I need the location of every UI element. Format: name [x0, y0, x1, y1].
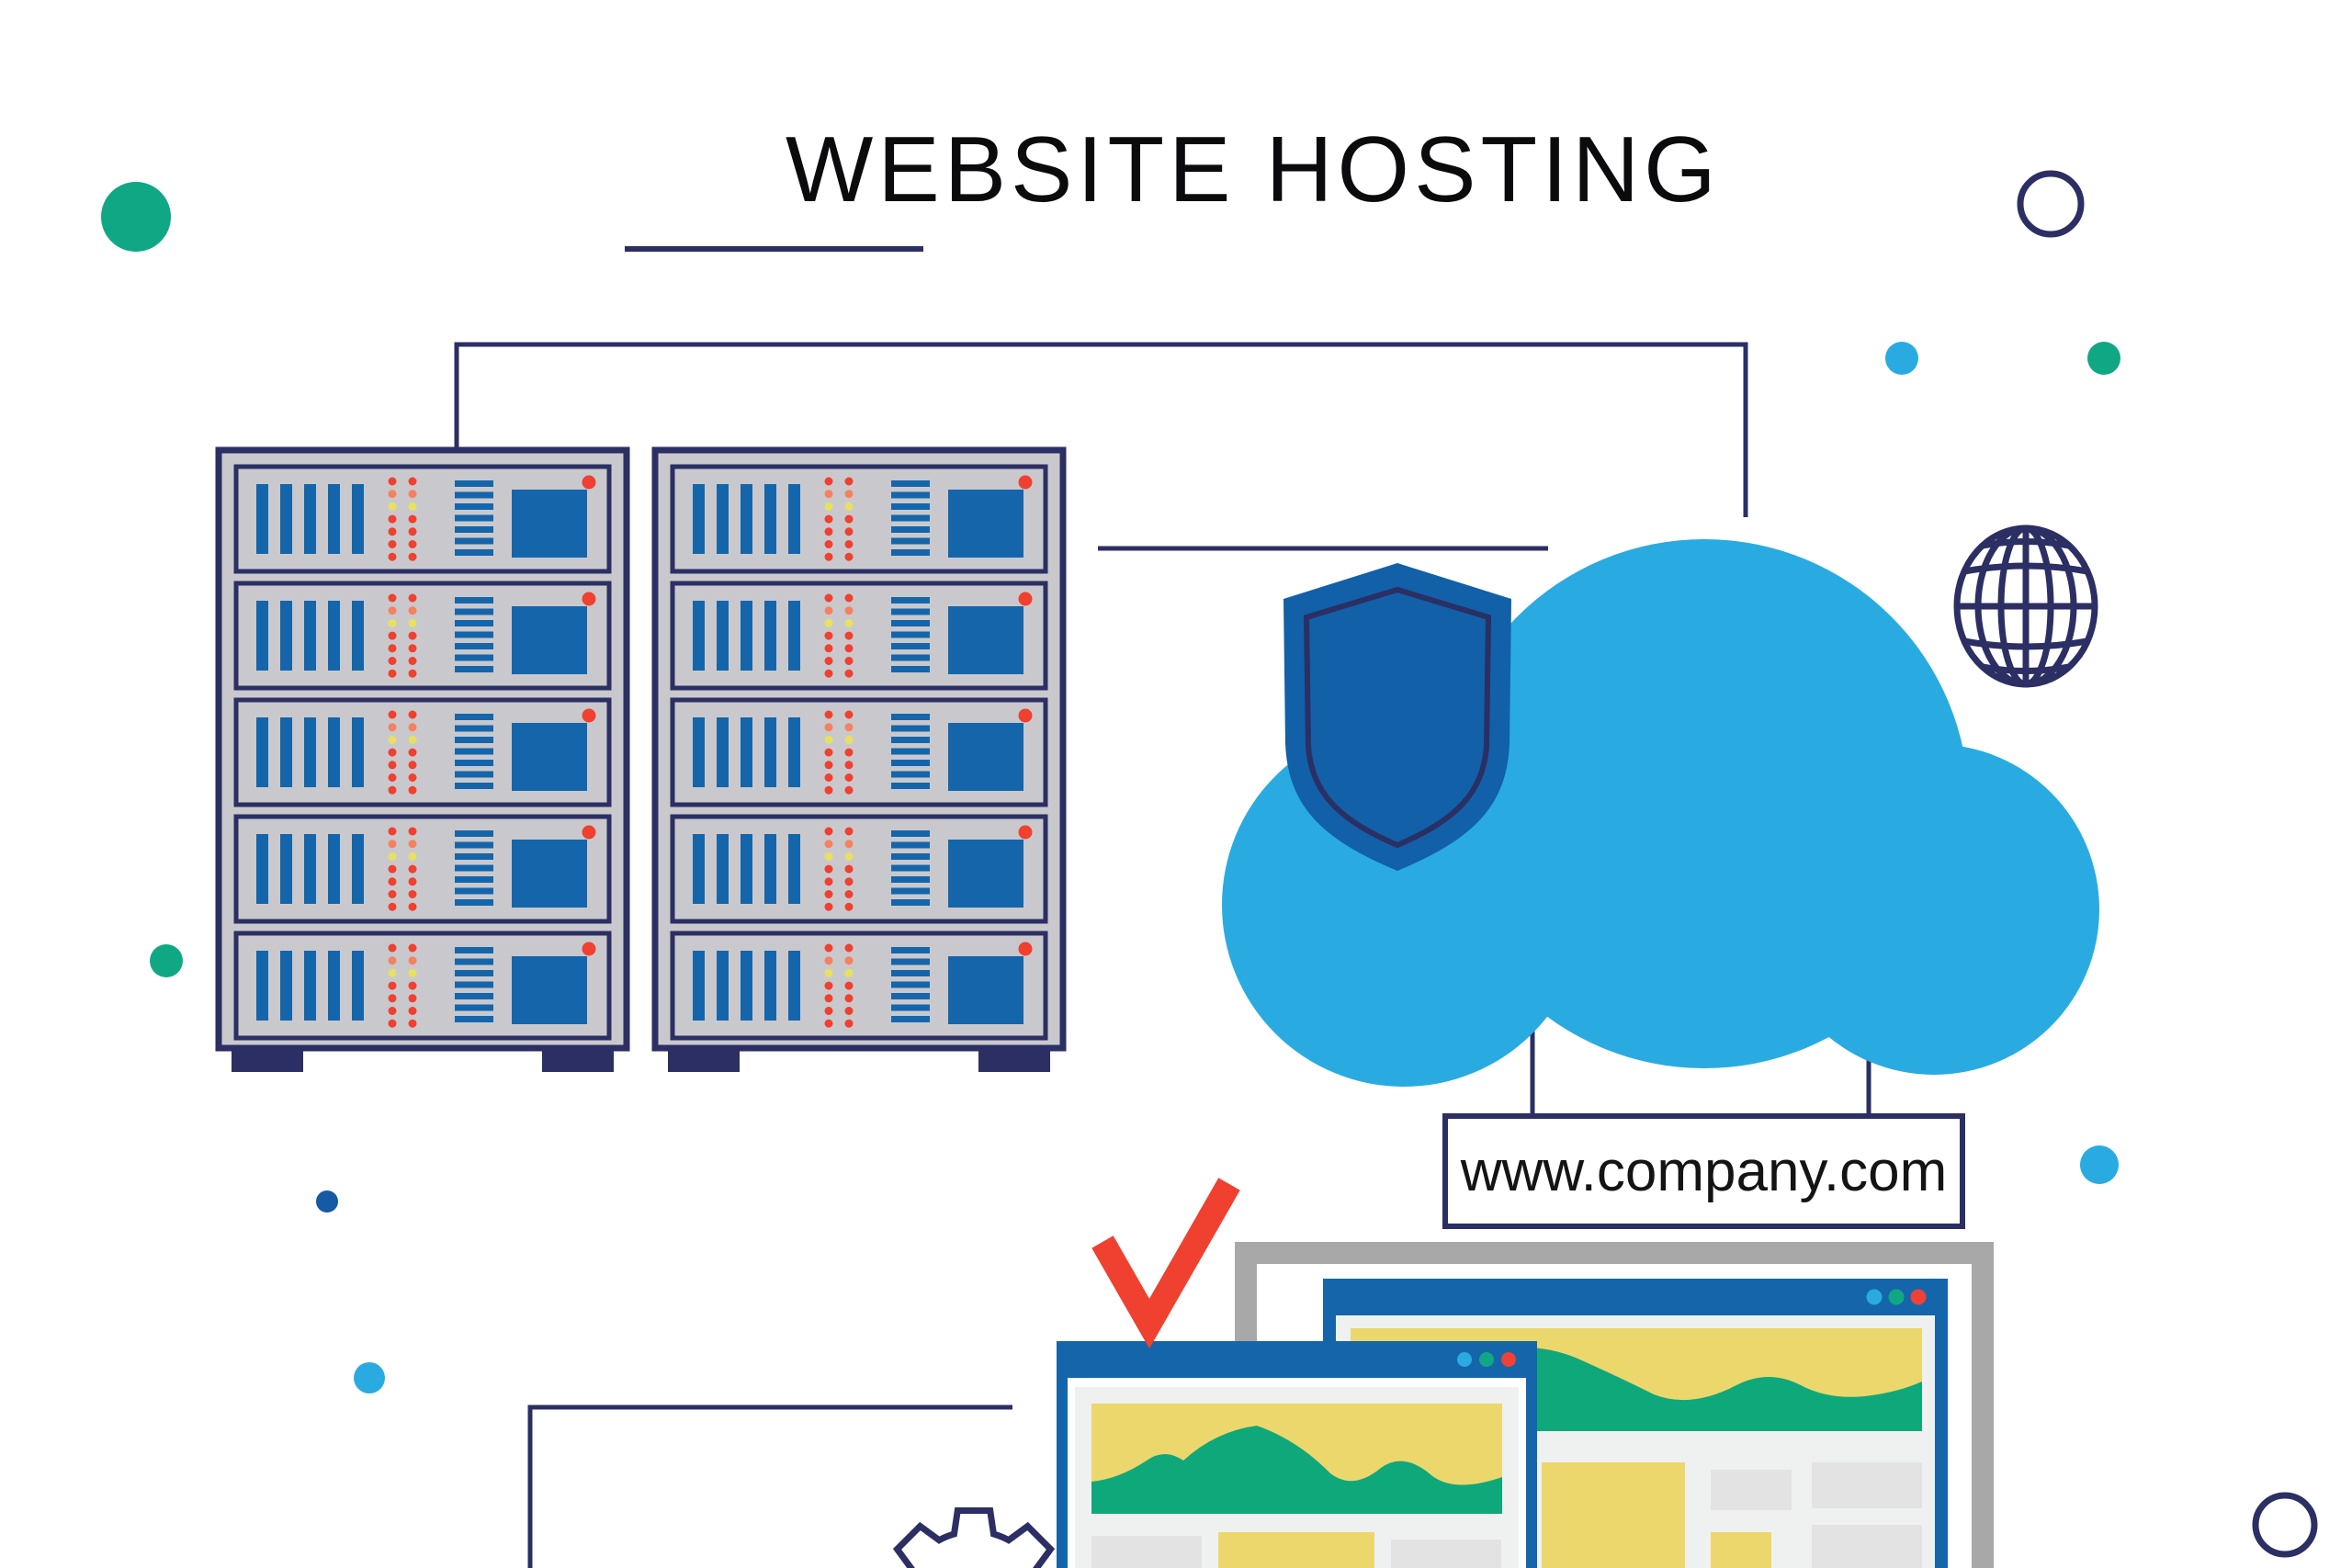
- content-block-gray: [1812, 1462, 1922, 1508]
- server-rack-right-icon: [655, 450, 1063, 1072]
- dot-navy-bottom-left: [316, 1190, 338, 1213]
- content-block-gray: [1812, 1525, 1922, 1568]
- ring-top-right: [2017, 170, 2085, 238]
- gear-icon: [892, 1507, 1056, 1568]
- dot-cyan-right: [2080, 1145, 2119, 1184]
- title-underline: [625, 246, 923, 252]
- server-rack-left-icon: [219, 450, 627, 1072]
- content-block-yellow-small: [1711, 1532, 1771, 1568]
- window-dot-red: [1501, 1352, 1516, 1367]
- domain-badge-box: [1442, 1113, 1965, 1229]
- window-dot-green: [1479, 1352, 1494, 1367]
- content-block-gray: [1391, 1540, 1501, 1568]
- browser-window-small: [1057, 1341, 1537, 1568]
- dot-cyan-top: [1885, 342, 1918, 375]
- cloud-icon: [1222, 539, 2099, 1087]
- dot-green-top-left: [101, 182, 171, 252]
- dot-cyan-bottom-left: [354, 1362, 385, 1393]
- content-block-gray: [1091, 1536, 1202, 1568]
- window-dot-cyan: [1866, 1289, 1883, 1305]
- content-block-yellow: [1218, 1532, 1374, 1568]
- dot-green-top: [2087, 342, 2120, 375]
- domain-badge-label: www.company.com: [1460, 1140, 1948, 1203]
- window-dot-green: [1888, 1289, 1905, 1305]
- globe-icon: [1953, 525, 2098, 688]
- browser-small-hero-chart: [1091, 1404, 1502, 1514]
- page-title: WEBSITE HOSTING: [786, 118, 1721, 221]
- decorative-dots: [101, 170, 2318, 1558]
- dot-green-left: [150, 944, 183, 977]
- window-dot-red: [1910, 1289, 1927, 1305]
- content-block-gray: [1711, 1470, 1792, 1510]
- checkmark-icon: [1091, 1178, 1240, 1349]
- rack-to-cloud-connector: [454, 342, 1748, 517]
- ring-bottom-right: [2252, 1492, 2318, 1558]
- window-dot-cyan: [1457, 1352, 1472, 1367]
- shield-icon: [1283, 563, 1511, 871]
- bottom-left-connector: [527, 1404, 1012, 1568]
- content-block-yellow: [1542, 1462, 1685, 1568]
